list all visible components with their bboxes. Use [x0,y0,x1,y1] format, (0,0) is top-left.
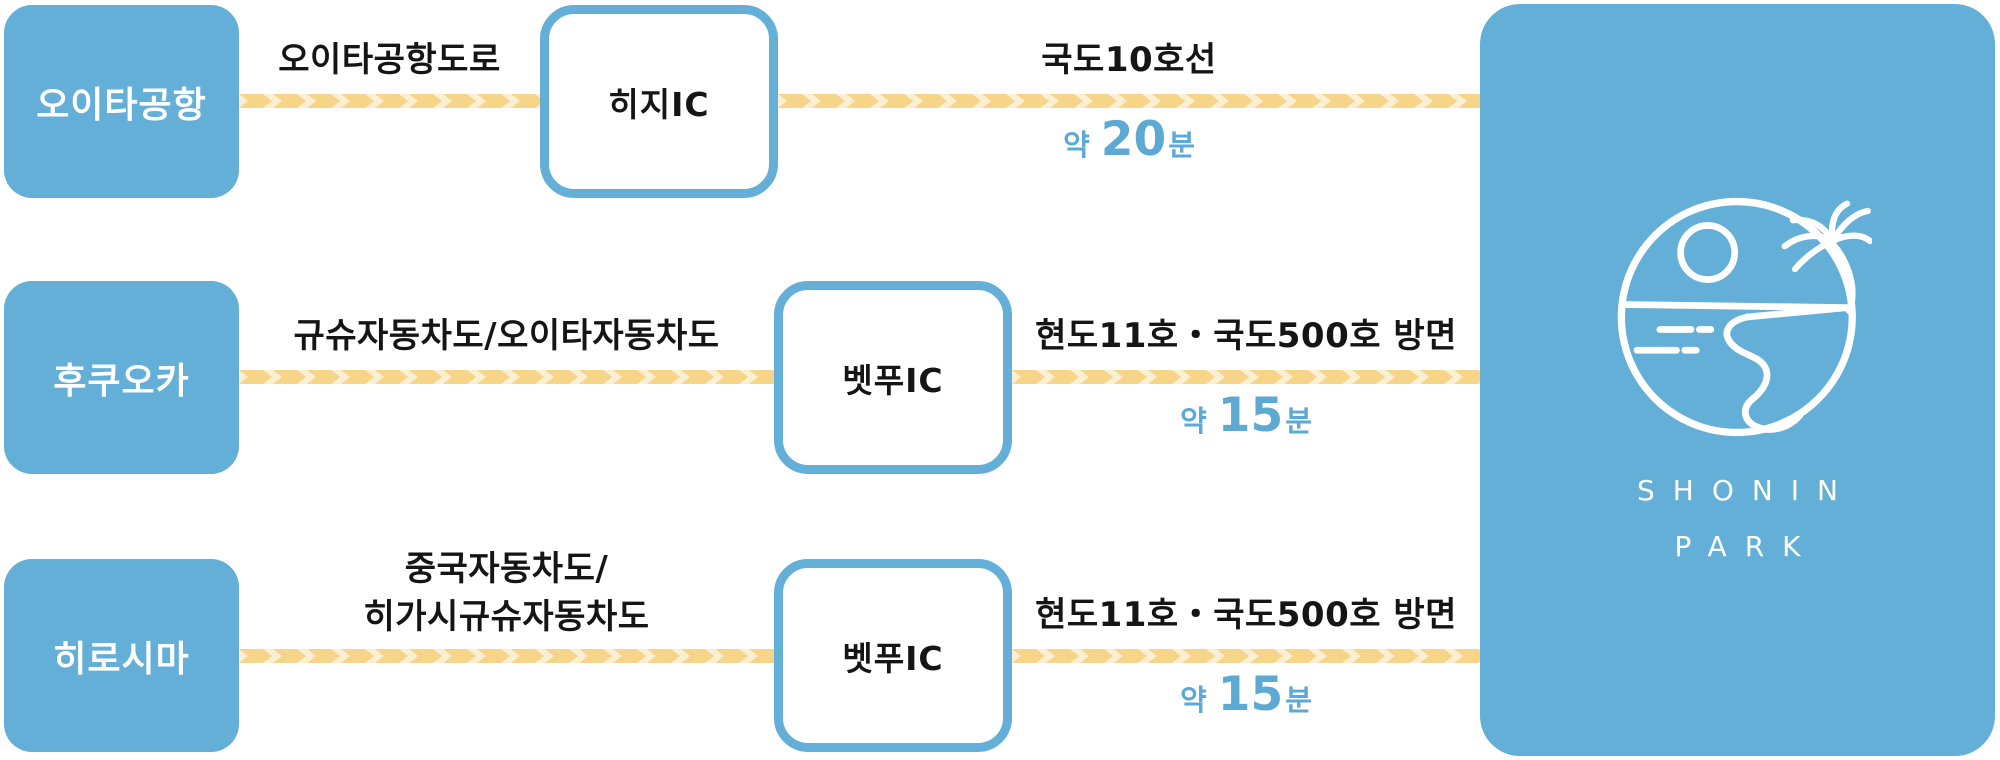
time-prefix: 약 [1180,683,1207,717]
time-value: 20 [1100,112,1167,167]
time-unit: 분 [1168,128,1195,162]
ic-label: 벳푸IC [842,360,944,400]
origin-box-fukuoka: 후쿠오카 [4,281,239,474]
route-dashed-arrow [778,94,1480,108]
time-value: 15 [1217,388,1284,443]
time-prefix: 약 [1180,404,1207,438]
time-unit: 분 [1285,683,1312,717]
time-value: 15 [1217,667,1284,722]
route-dashed-arrow [239,370,774,384]
road-label: 현도11호・국도500호 방면 [1035,316,1457,356]
destination-name-line2: PARK [1674,530,1819,563]
travel-time: 약 20분 [778,112,1480,167]
origin-label: 후쿠오카 [53,360,190,402]
travel-time: 약 15분 [1012,388,1480,443]
route-dashed-arrow [1012,370,1480,384]
route-dashed-arrow [239,649,774,663]
ic-box-hiji: 히지IC [540,5,778,198]
origin-label: 히로시마 [53,638,190,680]
ic-label: 벳푸IC [842,638,944,678]
road-label: 오이타공항도로 [278,40,501,80]
travel-time: 약 15분 [1012,667,1480,722]
time-unit: 분 [1285,404,1312,438]
time-prefix: 약 [1063,128,1090,162]
ic-box-beppu-1: 벳푸IC [774,281,1012,474]
origin-box-oita-airport: 오이타공항 [4,5,239,198]
destination-name-line1: SHONIN [1636,474,1856,507]
beach-sun-palm-logo-icon [1617,197,1872,437]
origin-box-hiroshima: 히로시마 [4,559,239,752]
road-label: 현도11호・국도500호 방면 [1035,595,1457,635]
road-label: 중국자동차도/ 히가시규슈자동차도 [363,549,650,637]
road-label: 규슈자동차도/오이타자동차도 [293,316,720,356]
ic-label: 히지IC [608,84,710,124]
route-dashed-arrow [239,94,540,108]
origin-label: 오이타공항 [36,84,207,126]
ic-box-beppu-2: 벳푸IC [774,559,1012,752]
route-dashed-arrow [1012,649,1480,663]
destination-panel: SHONIN PARK [1480,4,1995,756]
road-label: 국도10호선 [1041,40,1217,80]
